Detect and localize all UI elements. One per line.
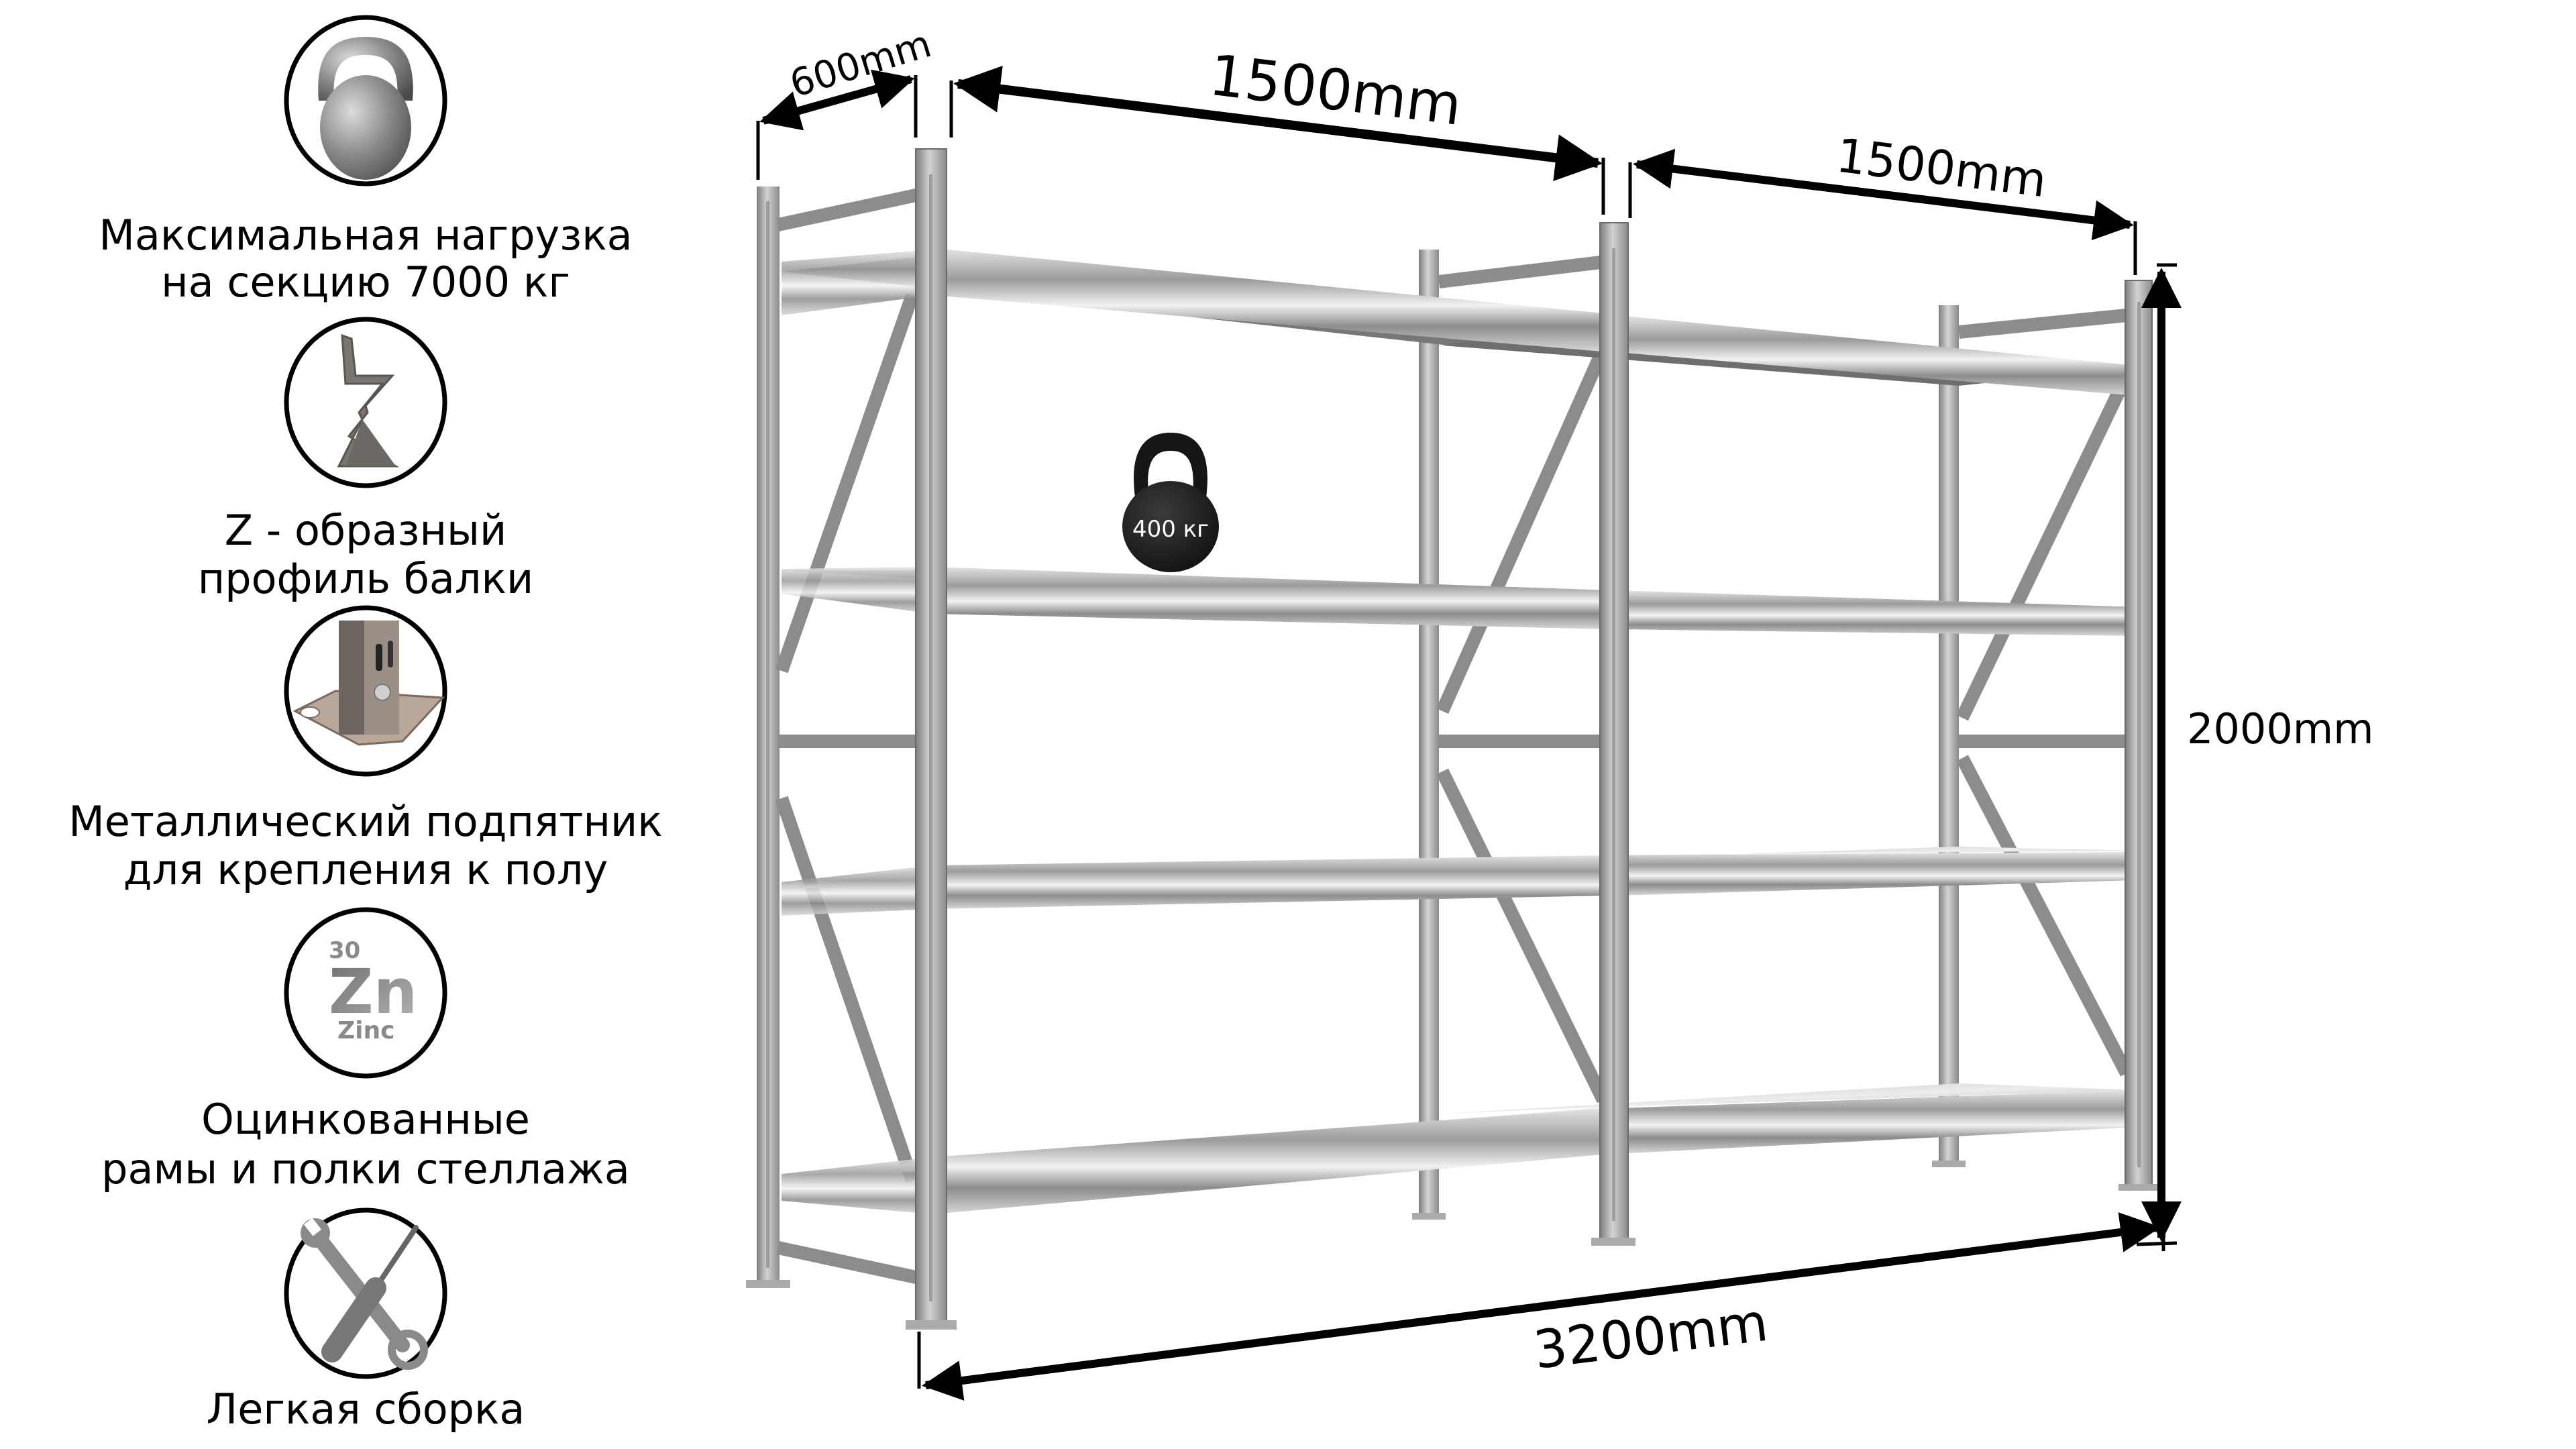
feature-easy-assembly: Легкая сборка (207, 1208, 525, 1434)
feature-galvanized-line1: Оцинкованные (201, 1095, 530, 1144)
z-profile-icon (284, 317, 447, 488)
dimension-section-1: 1500mm (949, 42, 1605, 215)
zinc-element-icon: 30 Zn Zinc (284, 907, 447, 1079)
dimension-depth: 600mm (756, 22, 936, 180)
foot-plate (906, 1320, 957, 1330)
foot-plate (1412, 1213, 1446, 1220)
zinc-symbol: Zn (329, 956, 417, 1028)
foot-plate (2118, 1184, 2157, 1191)
tools-wrench-screwdriver-icon (284, 1208, 447, 1379)
foot-plate (1932, 1161, 1966, 1167)
back-upright-left (757, 186, 780, 1284)
feature-footplate: Металлический подпятник для крепления к … (68, 605, 663, 894)
shelf-level-4 (782, 1083, 2137, 1214)
dimension-total-length: 3200mm (917, 1204, 2165, 1401)
feature-galvanized: 30 Zn Zinc Оцинкованные рамы и полки сте… (101, 907, 630, 1193)
shelf-level-1 (782, 248, 2137, 396)
shelf-levels (782, 248, 2137, 1214)
feature-z-profile: Z - образный профиль балки (198, 317, 534, 603)
kettlebell-weight-label: 400 кг (1132, 516, 1209, 543)
zinc-atomic-number: 30 (329, 937, 360, 964)
back-uprights (757, 186, 1959, 1284)
back-upright-middle (1419, 250, 1439, 1217)
feature-list: Максимальная нагрузка на секцию 7000 кг … (68, 15, 663, 1434)
dimension-height-label: 2000mm (2187, 704, 2374, 753)
zinc-name: Zinc (337, 1017, 394, 1044)
shelf-level-3 (782, 847, 2137, 916)
feature-max-load-line1: Максимальная нагрузка (99, 211, 632, 260)
shelving-unit: 400 кг (746, 148, 2157, 1330)
kettlebell-400kg: 400 кг (1122, 433, 1219, 572)
upright-slots (766, 174, 2141, 1301)
kettlebell-icon (284, 15, 447, 186)
feature-max-load-line2: на секцию 7000 кг (161, 258, 570, 307)
side-braces (775, 188, 2133, 1285)
feature-z-profile-line1: Z - образный (225, 506, 507, 555)
feature-footplate-line2: для крепления к полу (123, 845, 608, 894)
feature-footplate-line1: Металлический подпятник (68, 797, 662, 846)
foot-plate (1591, 1238, 1635, 1246)
front-upright-middle (1599, 222, 1629, 1242)
shelf-level-2 (782, 567, 2137, 636)
feature-max-load: Максимальная нагрузка на секцию 7000 кг (99, 15, 633, 307)
back-upright-right (1939, 305, 1959, 1164)
foot-plate (746, 1280, 790, 1288)
feature-galvanized-line2: рамы и полки стеллажа (101, 1144, 630, 1193)
floor-footplate-icon (284, 605, 447, 777)
dimension-height: 2000mm (2136, 263, 2374, 1246)
feature-z-profile-line2: профиль балки (198, 554, 534, 603)
dimension-section-2: 1500mm (1628, 127, 2137, 275)
feature-easy-assembly-line1: Легкая сборка (207, 1385, 525, 1434)
